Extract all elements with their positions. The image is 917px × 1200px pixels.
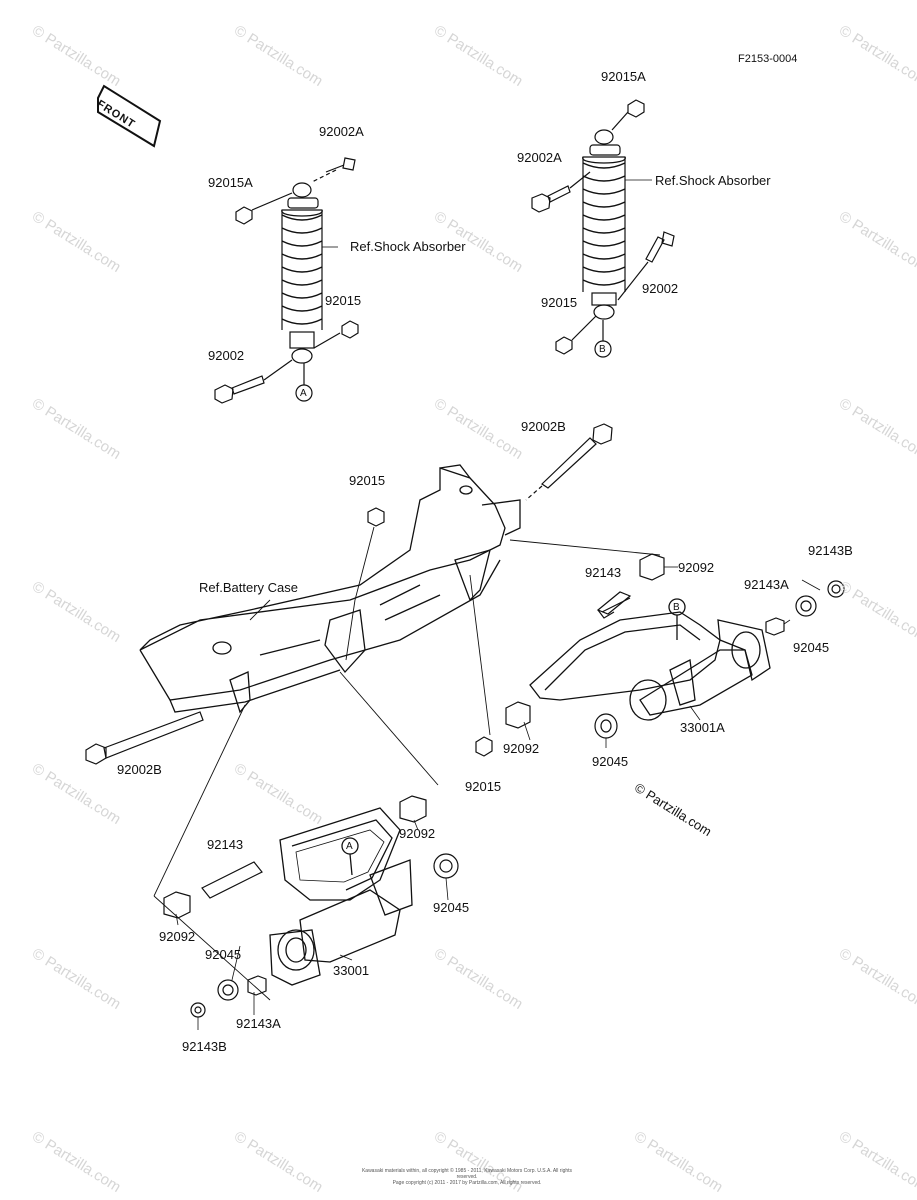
- part-label: 92002A: [319, 124, 364, 139]
- part-label: 92045: [592, 754, 629, 769]
- part-label: 92092: [503, 741, 540, 756]
- reference-mark-label: A: [300, 388, 307, 399]
- part-label: 92045: [433, 900, 470, 915]
- front-arrow-icon: [97, 84, 162, 148]
- part-label: 92002A: [517, 150, 562, 165]
- part-label: 92092: [678, 560, 715, 575]
- part-label: 92015A: [601, 69, 646, 84]
- reference-mark-label: B: [599, 344, 606, 355]
- footer-copyright: Kawasaki materials within, all copyright…: [352, 1168, 582, 1186]
- right-shock-hardware: [531, 99, 675, 358]
- part-label: 33001A: [680, 720, 725, 735]
- reference-mark-label: A: [346, 841, 353, 852]
- nut-92015-lower: [475, 736, 493, 757]
- bolt-92002B-bottom: [85, 711, 204, 765]
- part-label: 92092: [399, 826, 436, 841]
- left-shock-absorber: [281, 182, 323, 364]
- nut-92015-mid: [367, 507, 385, 527]
- label-leaders: [175, 179, 821, 1030]
- part-label: 92015: [465, 779, 502, 794]
- figure-id: F2153-0004: [738, 53, 798, 65]
- lower-swingarm-bushing-set: [163, 795, 459, 1018]
- part-label: 92015: [541, 295, 578, 310]
- part-label: 92143A: [744, 577, 789, 592]
- left-shock-hardware: [214, 157, 359, 404]
- part-label: 92143A: [236, 1016, 281, 1031]
- footer-line: Page copyright (c) 2011 - 2017 by Partzi…: [392, 1180, 542, 1186]
- part-label: 33001: [333, 963, 370, 978]
- part-label: 92015: [325, 293, 362, 308]
- footer-line: Kawasaki materials within, all copyright…: [361, 1168, 573, 1180]
- part-label: 92002: [208, 348, 245, 363]
- part-label: 92045: [793, 640, 830, 655]
- ref-label: Ref.Shock Absorber: [655, 173, 771, 188]
- reference-mark-label: B: [673, 602, 680, 613]
- right-swingarm-bushing-set: [505, 553, 845, 739]
- part-label: 92015A: [208, 175, 253, 190]
- ref-label: Ref.Battery Case: [199, 580, 298, 595]
- part-label: 92143B: [182, 1039, 227, 1054]
- part-label: 92092: [159, 929, 196, 944]
- part-label: 92143B: [808, 543, 853, 558]
- battery-case-frame: [139, 464, 521, 714]
- swingarm-33001A: [529, 598, 771, 721]
- right-shock-absorber: [582, 129, 626, 320]
- part-label: 92143: [585, 565, 622, 580]
- swingarm-33001: [269, 807, 413, 986]
- part-label: 92002: [642, 281, 679, 296]
- ref-label: Ref.Shock Absorber: [350, 239, 466, 254]
- part-label: 92015: [349, 473, 386, 488]
- bolt-92002B-top: [525, 423, 613, 501]
- frame-leader-lines: [153, 526, 661, 1001]
- part-label: 92002B: [521, 419, 566, 434]
- part-label: 92045: [205, 947, 242, 962]
- part-label: 92143: [207, 837, 244, 852]
- part-label: 92002B: [117, 762, 162, 777]
